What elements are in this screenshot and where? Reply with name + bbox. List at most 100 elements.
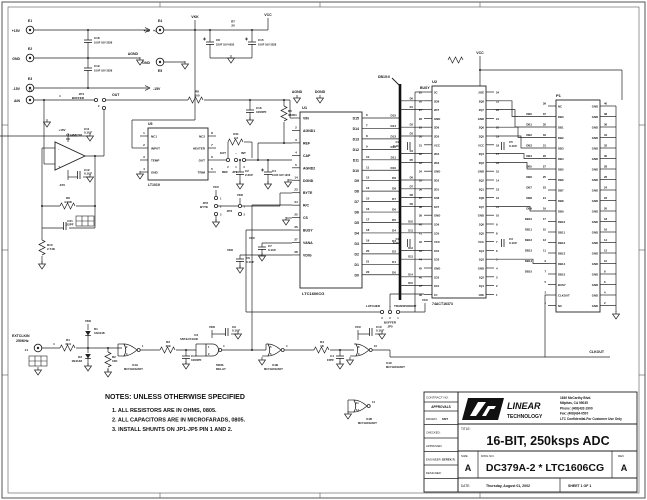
c4-ref: C4 — [272, 169, 276, 173]
svg-text:32: 32 — [419, 152, 423, 156]
svg-text:7: 7 — [366, 123, 368, 127]
c2-value: 2.2UF — [245, 173, 253, 177]
note-line: 1. ALL RESISTORS ARE IN OHMS, 0805. — [112, 408, 217, 414]
ic-pin: 22 D0 D0 — [355, 270, 399, 277]
capacitor-c12 — [77, 170, 81, 180]
ic-pin: 5 TRIM — [198, 167, 216, 175]
ic-pin: 42 VCC — [419, 240, 440, 244]
svg-text:AGND2: AGND2 — [303, 166, 315, 170]
svg-text:2C: 2C — [434, 91, 438, 95]
jp3-pin — [237, 203, 243, 209]
title-block: CONTRACT NO. APPROVALS DRAWN: KMT CHECKE… — [423, 391, 638, 493]
ic-pin: 28 VDIG — [292, 250, 312, 257]
svg-text:11: 11 — [366, 165, 370, 169]
connector-pin: 4 GND — [592, 291, 616, 298]
bus-to-u2-wires — [400, 100, 424, 286]
c13-ref: C13 — [395, 140, 401, 144]
svg-text:1Q5: 1Q5 — [479, 231, 485, 235]
svg-text:1D8: 1D8 — [434, 196, 440, 200]
connector-pin: 10 GND — [592, 259, 616, 266]
jp1-pin2-num: 1 — [235, 165, 237, 169]
connector-pin: 31 DB3 DB3 — [526, 144, 564, 151]
svg-text:TEMP: TEMP — [151, 159, 159, 163]
svg-text:D8: D8 — [392, 187, 396, 191]
ic-pin: 6 1Q4 — [479, 249, 498, 253]
ic-pin: 7 VCC — [478, 240, 498, 244]
capacitor-c15 — [247, 41, 257, 45]
capacitor-c3 — [501, 238, 505, 248]
r7-ref: R7 — [231, 20, 235, 24]
svg-text:2: 2 — [295, 125, 297, 129]
address-line: Phone: (408)432-1900 — [560, 406, 593, 410]
svg-text:1D6: 1D6 — [434, 223, 440, 227]
svg-text:38: 38 — [419, 205, 423, 209]
svg-text:6: 6 — [496, 249, 498, 253]
jp2-ref: JP2 — [203, 201, 209, 205]
svg-text:D8: D8 — [410, 193, 414, 197]
svg-text:DB14: DB14 — [525, 259, 533, 263]
jp1-pin3-num: 3 — [243, 165, 245, 169]
svg-text:D10: D10 — [390, 166, 396, 170]
u4d-in1: 11 — [356, 401, 359, 405]
ic-pin: 4 CAP — [292, 150, 311, 158]
approval-row: DRAWN: KMT — [424, 417, 458, 425]
u1-right-pins: 6 D15 D15 7 D14 D14 8 D13 D13 9 D12 D12 — [353, 113, 399, 277]
svg-text:2Q3: 2Q3 — [479, 161, 485, 165]
svg-text:17: 17 — [543, 217, 547, 221]
jp5-pin — [387, 309, 393, 315]
capacitor-c6 — [235, 258, 245, 262]
svg-text:DB12: DB12 — [558, 241, 566, 245]
svg-text:DB11: DB11 — [525, 228, 532, 232]
c18-value: 10UF 16V 3528 — [94, 41, 113, 45]
svg-text:31: 31 — [543, 144, 547, 148]
svg-text:2Q1: 2Q1 — [479, 187, 485, 191]
svg-text:2Q2: 2Q2 — [479, 179, 485, 183]
ic-pin: 10 D11 D11 — [353, 155, 399, 162]
svg-text:DB13: DB13 — [558, 252, 566, 256]
svg-text:40: 40 — [419, 223, 423, 227]
sheet-value: SHEET 1 OF 1 — [568, 484, 591, 488]
connector-pin: 27 DB5 DB5 — [526, 165, 564, 172]
e3-net-label: -15V — [13, 87, 21, 91]
svg-text:3: 3 — [496, 275, 498, 279]
svg-text:GND: GND — [434, 117, 440, 121]
svg-text:DB10: DB10 — [525, 217, 533, 221]
u4d-in2: 12 — [356, 408, 359, 412]
ground-symbol — [316, 94, 324, 104]
date-label: DATE: — [461, 484, 470, 488]
jp2-pin1-num: 1 — [220, 197, 222, 201]
ground-symbol — [264, 180, 272, 190]
jp2-pin2-num: 2 — [220, 205, 222, 209]
u4d-value: MC74HC02ADT — [358, 421, 377, 425]
svg-text:9: 9 — [366, 144, 368, 148]
r2-value: 10K — [112, 359, 118, 363]
capacitor-c18 — [83, 39, 93, 43]
bnc-jack-j1 — [33, 343, 43, 353]
svg-text:NC1: NC1 — [151, 135, 157, 139]
title-label: TITLE: — [461, 427, 471, 431]
ic-pin: 11 1Q7 — [479, 205, 500, 209]
connector-pin: 30 GND — [592, 154, 616, 161]
agnd-dgnd-flags: AGND DGND — [292, 90, 326, 104]
svg-text:D11: D11 — [408, 228, 413, 232]
svg-text:GND: GND — [592, 241, 598, 245]
svg-text:13: 13 — [496, 187, 500, 191]
svg-text:41: 41 — [419, 231, 423, 235]
svg-text:18: 18 — [604, 217, 608, 221]
svg-text:2: 2 — [143, 143, 145, 147]
u4b-in2: 6 — [270, 352, 272, 356]
svg-text:DB8: DB8 — [526, 196, 532, 200]
r7-value: 20 — [231, 24, 235, 28]
svg-text:2D3: 2D3 — [434, 161, 440, 165]
svg-text:26: 26 — [294, 225, 298, 229]
svg-text:35: 35 — [543, 123, 547, 127]
c13-value: 0.1UF — [393, 144, 401, 148]
svg-text:1: 1 — [496, 293, 498, 297]
svg-text:20: 20 — [496, 126, 500, 130]
svg-text:D3: D3 — [355, 242, 360, 246]
u4a-value: MC74HC02ADT — [124, 367, 143, 371]
banana-jack-e2 — [25, 53, 35, 63]
c15-value: 10UF 16V 3528 — [258, 43, 277, 47]
svg-text:D0: D0 — [410, 96, 414, 100]
ic-pin: 6 OUT — [199, 155, 216, 163]
